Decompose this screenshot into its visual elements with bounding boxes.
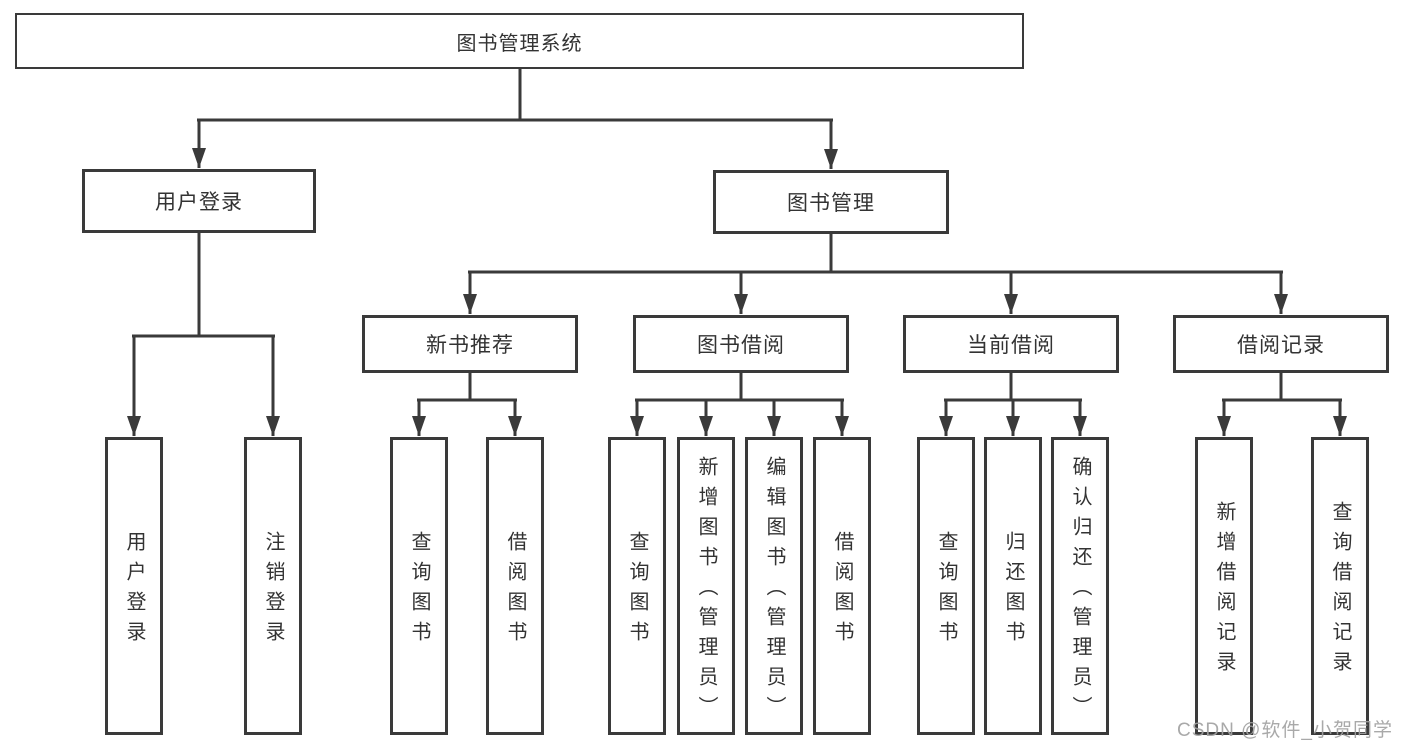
node-borrow-edit-books-admin: 编辑图书（管理员） [745, 437, 803, 735]
csdn-watermark: CSDN @软件_小贺同学 [1177, 720, 1393, 741]
node-book-borrow: 图书借阅 [633, 315, 849, 373]
node-current-query-books: 查询图书 [917, 437, 975, 735]
node-new-book-recommend: 新书推荐 [362, 315, 578, 373]
node-records-add-record: 新增借阅记录 [1195, 437, 1253, 735]
node-book-management: 图书管理 [713, 170, 949, 234]
node-borrow-records: 借阅记录 [1173, 315, 1389, 373]
node-current-return-books: 归还图书 [984, 437, 1042, 735]
node-current-confirm-return-admin: 确认归还（管理员） [1051, 437, 1109, 735]
node-recommend-borrow-books: 借阅图书 [486, 437, 544, 735]
node-login-logout: 注销登录 [244, 437, 302, 735]
node-login-user-login: 用户登录 [105, 437, 163, 735]
node-user-login: 用户登录 [82, 169, 316, 233]
node-root-system: 图书管理系统 [15, 13, 1024, 69]
node-borrow-add-books-admin: 新增图书（管理员） [677, 437, 735, 735]
node-borrow-borrow-books: 借阅图书 [813, 437, 871, 735]
node-current-borrow: 当前借阅 [903, 315, 1119, 373]
node-records-query-record: 查询借阅记录 [1311, 437, 1369, 735]
node-recommend-query-books: 查询图书 [390, 437, 448, 735]
node-borrow-query-books: 查询图书 [608, 437, 666, 735]
